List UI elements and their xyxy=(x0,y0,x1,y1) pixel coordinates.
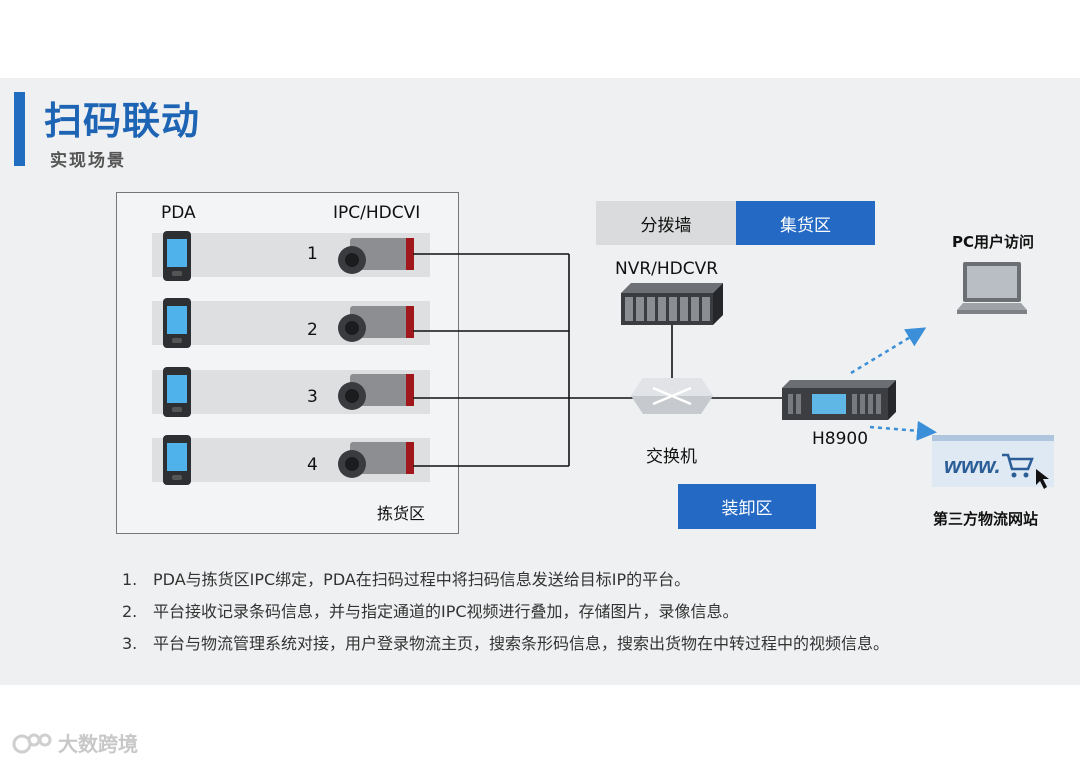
pda-icon xyxy=(163,367,191,417)
row-number-2: 2 xyxy=(307,320,318,340)
website-icon: www. xyxy=(932,435,1054,489)
nvr-label: NVR/HDCVR xyxy=(615,259,719,279)
note-text: PDA与拣货区IPC绑定，PDA在扫码过程中将扫码信息发送给目标IP的平台。 xyxy=(153,570,691,589)
camera-icon xyxy=(338,306,414,342)
pc-access-label: PC用户访问 xyxy=(952,233,1035,251)
row-number-1: 1 xyxy=(307,244,318,264)
pda-icon xyxy=(163,231,191,281)
row-number-3: 3 xyxy=(307,387,318,407)
sort-wall-zone: 分拨墙 xyxy=(596,201,736,245)
title-accent-bar xyxy=(14,92,25,166)
pda-icon xyxy=(163,435,191,485)
arrow-to-pc xyxy=(850,327,927,375)
watermark-logo-icon xyxy=(12,733,52,753)
note-number: 1. xyxy=(122,570,138,589)
switch-label: 交换机 xyxy=(646,447,697,467)
switch-icon xyxy=(631,378,713,414)
third-party-site-label: 第三方物流网站 xyxy=(933,510,1039,528)
page-title: 扫码联动 xyxy=(44,99,201,143)
pda-icon xyxy=(163,298,191,348)
notes-list: 1. PDA与拣货区IPC绑定，PDA在扫码过程中将扫码信息发送给目标IP的平台… xyxy=(122,564,962,660)
note-text: 平台与物流管理系统对接，用户登录物流主页，搜索条形码信息，搜索出货物在中转过程中… xyxy=(153,634,890,653)
camera-icon xyxy=(338,374,414,410)
platform-icon xyxy=(782,380,896,420)
row-number-4: 4 xyxy=(307,455,318,475)
page-subtitle: 实现场景 xyxy=(50,151,126,171)
pda-column-header: PDA xyxy=(161,203,196,223)
camera-icon xyxy=(338,238,414,274)
laptop-icon xyxy=(957,262,1027,314)
nvr-icon xyxy=(621,283,723,325)
loading-zone: 装卸区 xyxy=(678,484,816,529)
note-number: 3. xyxy=(122,634,138,653)
note-item-3: 3. 平台与物流管理系统对接，用户登录物流主页，搜索条形码信息，搜索出货物在中转… xyxy=(122,628,962,660)
arrow-to-website xyxy=(869,420,937,441)
note-item-1: 1. PDA与拣货区IPC绑定，PDA在扫码过程中将扫码信息发送给目标IP的平台… xyxy=(122,564,962,596)
camera-column-header: IPC/HDCVI xyxy=(333,203,421,223)
camera-icon xyxy=(338,442,414,478)
svg-text:www.: www. xyxy=(944,453,1001,478)
collection-zone: 集货区 xyxy=(736,201,875,245)
watermark: 大数跨境 xyxy=(12,728,138,757)
note-text: 平台接收记录条码信息，并与指定通道的IPC视频进行叠加，存储图片，录像信息。 xyxy=(153,602,739,621)
note-number: 2. xyxy=(122,602,138,621)
platform-label: H8900 xyxy=(812,429,869,449)
watermark-text: 大数跨境 xyxy=(58,732,138,756)
note-item-2: 2. 平台接收记录条码信息，并与指定通道的IPC视频进行叠加，存储图片，录像信息… xyxy=(122,596,962,628)
picking-zone-label: 拣货区 xyxy=(377,504,426,523)
